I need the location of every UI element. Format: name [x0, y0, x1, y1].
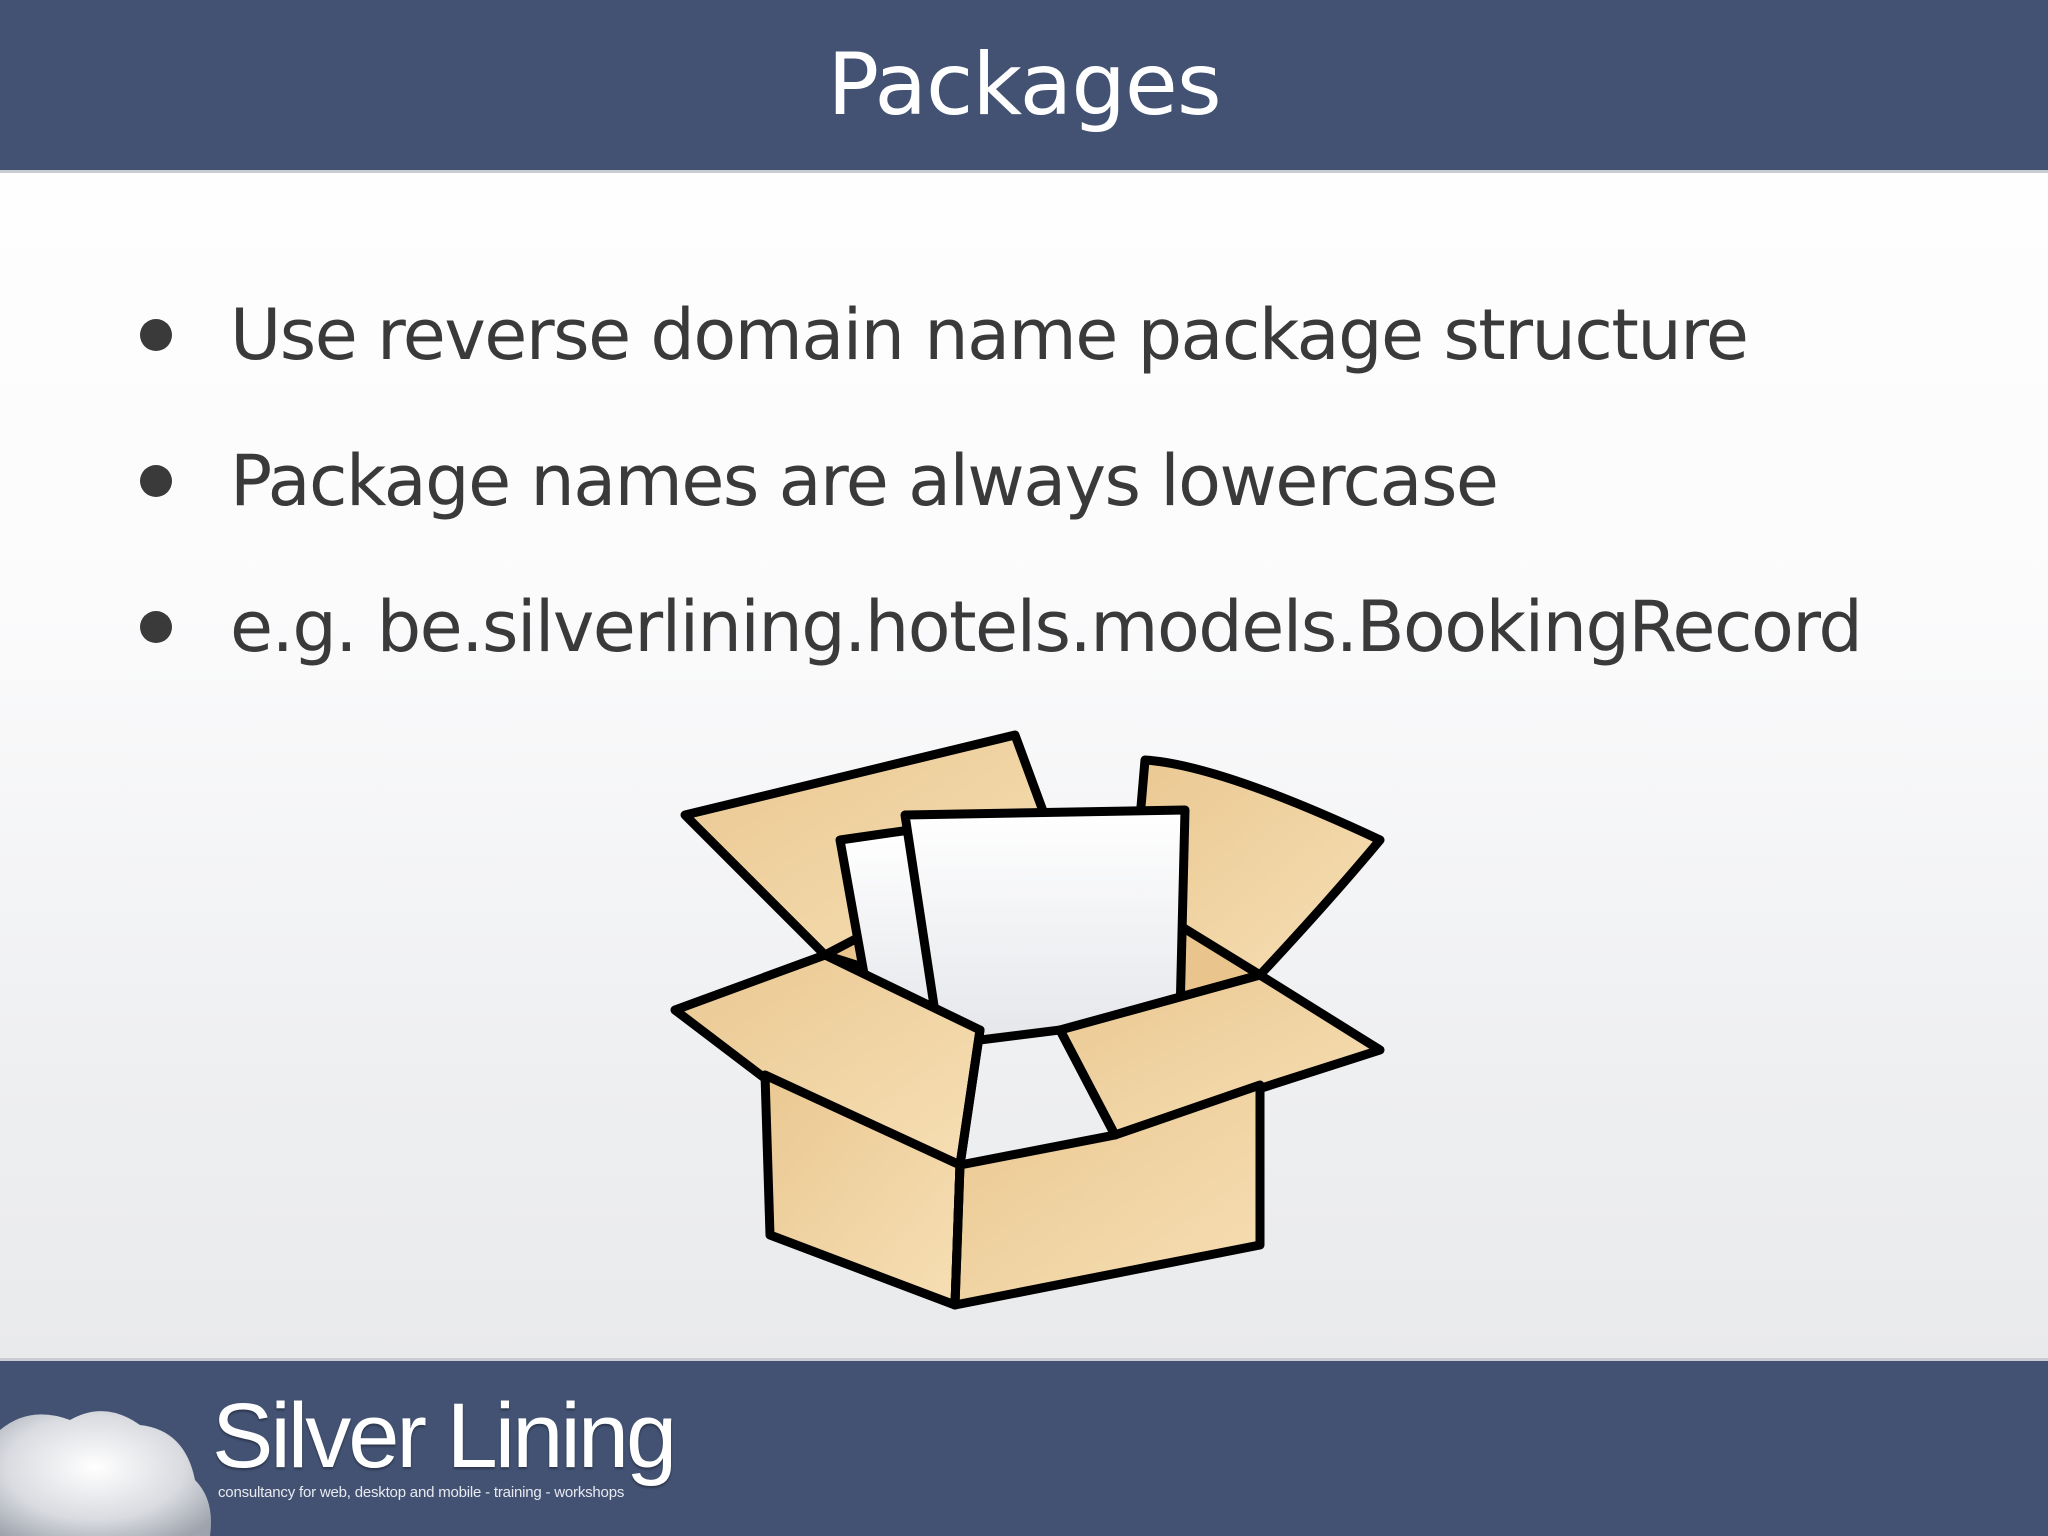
bullet-item: e.g. be.silverlining.hotels.models.Booki…	[140, 554, 1863, 700]
open-box-icon	[670, 730, 1385, 1310]
bullet-text: e.g. be.silverlining.hotels.models.Booki…	[230, 586, 1863, 668]
bullet-dot-icon	[140, 465, 172, 497]
title-bar: Packages	[0, 0, 2048, 173]
logo-tagline: consultancy for web, desktop and mobile …	[218, 1484, 625, 1501]
logo-name: Silver Lining	[212, 1385, 677, 1487]
footer-bar	[0, 1358, 2048, 1536]
slide-title: Packages	[827, 35, 1221, 135]
cloud-icon	[0, 1411, 211, 1536]
bullet-item: Use reverse domain name package structur…	[140, 262, 1861, 408]
company-logo: Silver Lining consultancy for web, deskt…	[212, 1385, 677, 1501]
bullet-dot-icon	[140, 319, 172, 351]
bullet-item: Package names are always lowercase	[140, 408, 1861, 554]
bullet-dot-icon	[140, 611, 172, 643]
bullet-text: Use reverse domain name package structur…	[230, 294, 1749, 376]
bullet-text: Package names are always lowercase	[230, 440, 1499, 522]
bullet-list: Use reverse domain name package structur…	[140, 262, 1863, 700]
